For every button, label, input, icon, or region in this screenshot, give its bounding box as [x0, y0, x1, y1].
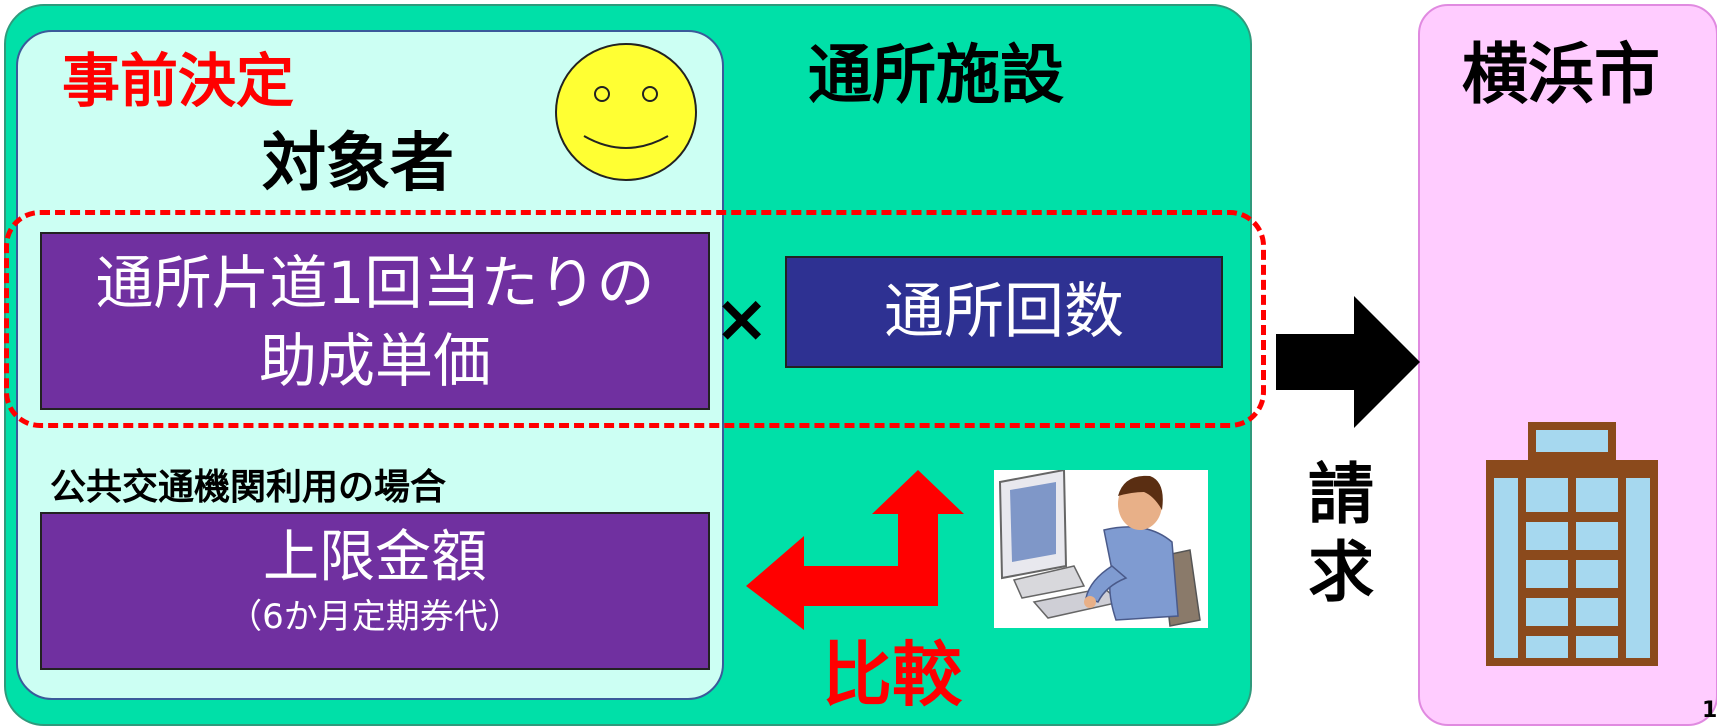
visit-count-label: 通所回数 [884, 277, 1124, 347]
unit-price-line1: 通所片道1回当たりの [95, 249, 655, 317]
compare-arrow-icon [746, 470, 964, 630]
smiley-face-icon [555, 43, 697, 181]
multiply-symbol: × [714, 280, 770, 357]
office-worker-computer-icon [994, 470, 1208, 628]
request-label-char1: 請 [1308, 456, 1374, 533]
limit-amount-title: 上限金額 [263, 525, 487, 590]
unit-price-box: 通所片道1回当たりの 助成単価 [40, 232, 710, 410]
prior-decision-label: 事前決定 [62, 47, 295, 115]
page-number: 1 [1702, 698, 1717, 723]
limit-amount-box: 上限金額 （6か月定期券代） [40, 512, 710, 670]
calculation-group-outline [4, 210, 1266, 428]
limit-amount-sub: （6か月定期券代） [228, 597, 522, 637]
facility-title: 通所施設 [808, 39, 1064, 113]
city-title: 横浜市 [1462, 36, 1660, 113]
compare-label: 比較 [822, 634, 962, 716]
request-arrow-icon [1276, 296, 1420, 428]
visit-count-box: 通所回数 [785, 256, 1223, 368]
request-label-char2: 求 [1308, 534, 1374, 611]
subject-title: 対象者 [262, 127, 454, 201]
city-hall-building-icon [1486, 422, 1658, 666]
unit-price-line2: 助成単価 [258, 327, 491, 395]
public-transport-label: 公共交通機関利用の場合 [50, 467, 447, 508]
